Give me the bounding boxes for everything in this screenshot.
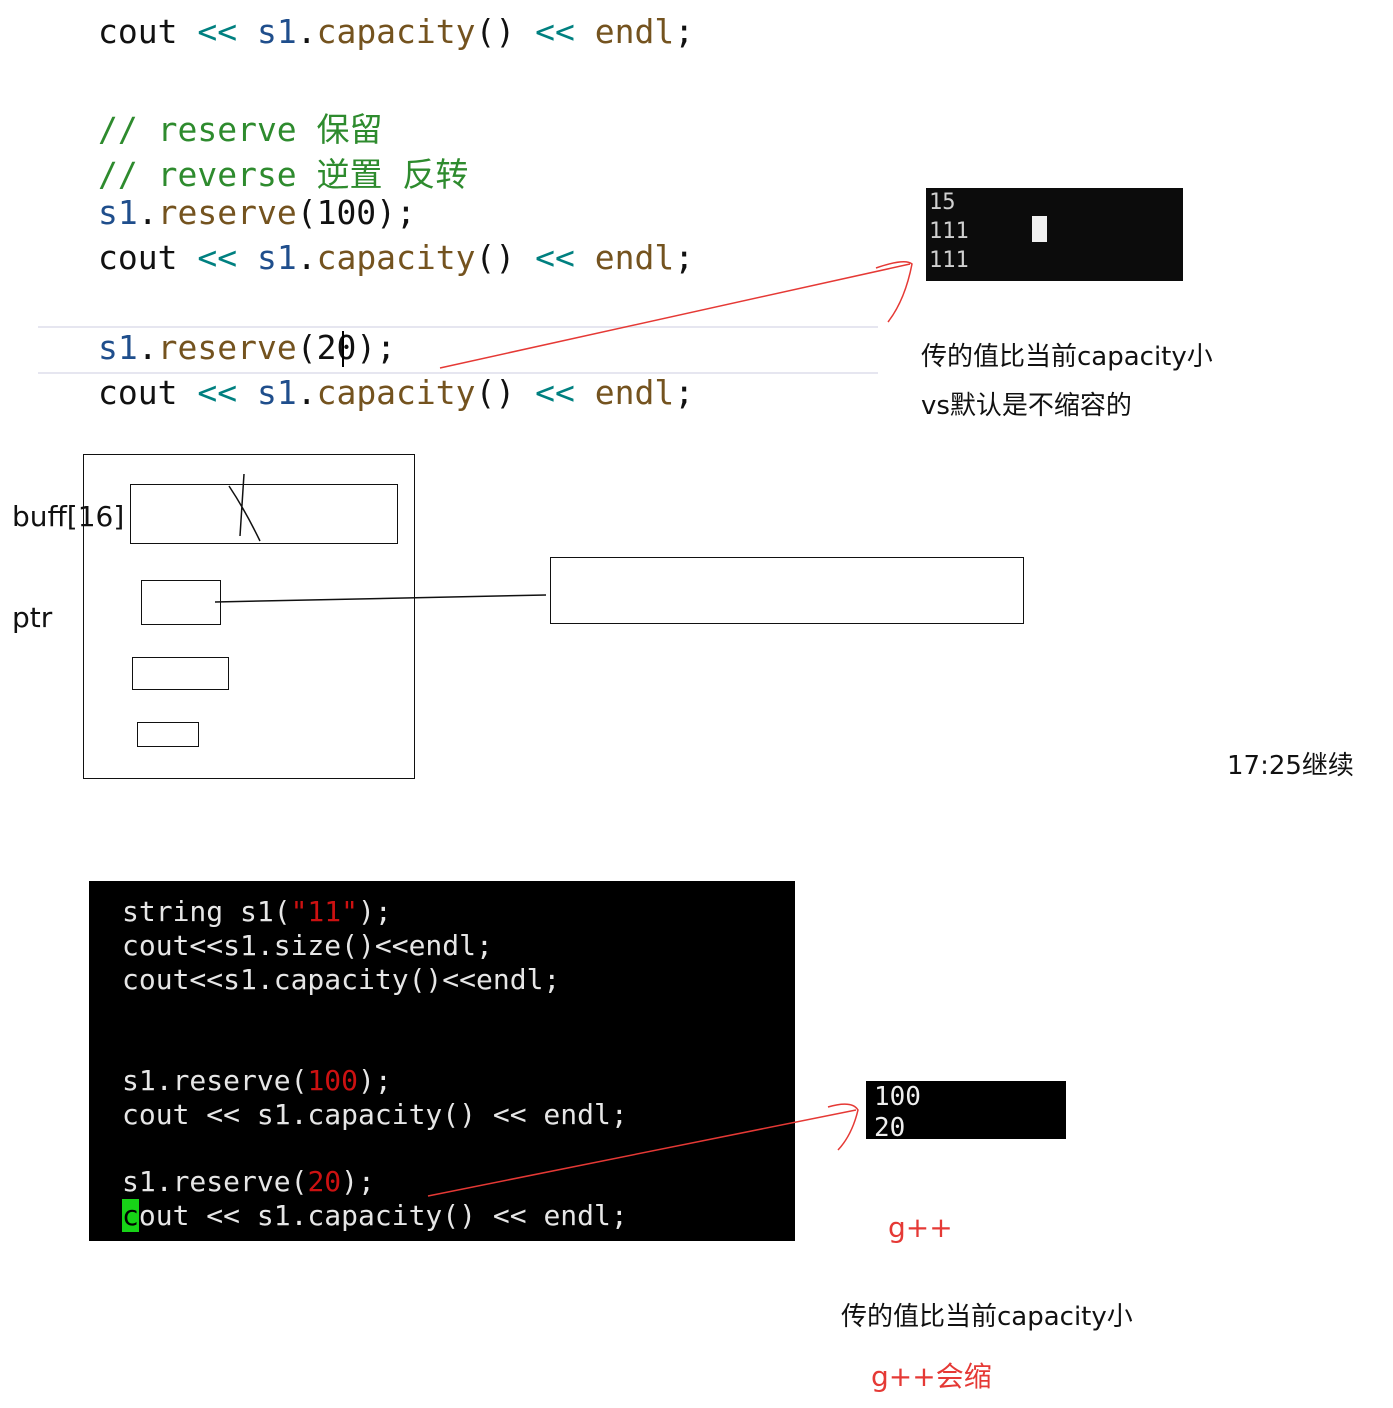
code-token: endl xyxy=(594,373,675,412)
code-token: s1 xyxy=(98,328,138,367)
gpp-note-line1: 传的值比当前capacity小 xyxy=(841,1302,1133,1332)
terminal-token: 100 xyxy=(307,1064,359,1097)
buff-box xyxy=(130,484,398,544)
red-arrow-bottom xyxy=(427,1109,857,1197)
code-token: s1 xyxy=(256,373,297,412)
code-token: s1 xyxy=(98,193,138,232)
red-arrowhead-top xyxy=(875,261,913,323)
code-token: ; xyxy=(674,238,695,277)
console-line: 15 xyxy=(929,190,956,215)
code-token: . xyxy=(296,373,317,412)
code-token: ; xyxy=(674,373,695,412)
terminal-token: string s1( xyxy=(122,895,291,928)
gpp-label: g++ xyxy=(888,1211,953,1244)
buff-label: buff[16] xyxy=(12,500,125,533)
gpp-console-output: 100 20 xyxy=(866,1081,1066,1143)
terminal-token: cout << s1.capacity() << endl; xyxy=(122,1098,628,1131)
code-token: . xyxy=(137,328,158,367)
terminal-token: s1.reserve( xyxy=(122,1165,308,1198)
code-token: capacity xyxy=(316,373,476,412)
gpp-terminal-code[interactable]: string s1("11");cout<<s1.size()<<endl;co… xyxy=(89,881,795,1241)
terminal-token: out << s1.capacity() << endl; xyxy=(138,1199,628,1232)
code-line: // reverse 逆置 反转 xyxy=(98,148,468,196)
terminal-code-line: string s1("11"); xyxy=(122,895,392,928)
string-object-box xyxy=(83,454,415,779)
code-line: cout << s1.capacity() << endl; xyxy=(98,12,694,51)
code-token: (20); xyxy=(296,328,397,367)
terminal-code-line: s1.reserve(20); xyxy=(122,1165,375,1198)
terminal-token: s1.reserve( xyxy=(122,1064,308,1097)
code-token: << xyxy=(535,12,595,51)
current-line-highlight xyxy=(38,326,878,374)
code-token: capacity xyxy=(316,12,476,51)
code-token: s1 xyxy=(256,238,297,277)
terminal-token: cout<<s1.capacity()<<endl; xyxy=(122,963,561,996)
console-line: 100 xyxy=(874,1082,921,1112)
red-arrowhead-bottom xyxy=(827,1103,859,1151)
code-token: ; xyxy=(674,12,695,51)
ptr-arrow-line xyxy=(214,594,547,603)
size-box xyxy=(132,657,229,690)
code-token: << xyxy=(535,238,595,277)
code-token: . xyxy=(137,193,158,232)
code-token: // reverse 逆置 反转 xyxy=(98,155,469,194)
code-line: s1.reserve(100); xyxy=(98,193,416,232)
terminal-code-line: s1.reserve(100); xyxy=(122,1064,392,1097)
terminal-code-line: cout << s1.capacity() << endl; xyxy=(122,1098,628,1131)
code-line: cout << s1.capacity() << endl; xyxy=(98,373,694,412)
code-token: << xyxy=(535,373,595,412)
terminal-token: cout<<s1.size()<<endl; xyxy=(122,929,493,962)
code-token: cout xyxy=(98,373,198,412)
terminal-token: ); xyxy=(341,1165,375,1198)
vs-note-line2: vs默认是不缩容的 xyxy=(921,391,1132,421)
capacity-box xyxy=(137,722,199,747)
console-line: 111 xyxy=(929,248,969,273)
vs-note-line1: 传的值比当前capacity小 xyxy=(921,342,1213,372)
timestamp-note: 17:25继续 xyxy=(1227,751,1354,781)
ptr-label: ptr xyxy=(12,601,53,634)
terminal-token: ); xyxy=(358,1064,392,1097)
terminal-token: "11" xyxy=(290,895,359,928)
terminal-code-line: cout << s1.capacity() << endl; xyxy=(122,1199,628,1232)
text-caret xyxy=(342,331,344,367)
code-token: () xyxy=(475,373,536,412)
code-token: << xyxy=(197,12,257,51)
code-token: << xyxy=(197,238,257,277)
heap-buffer-box xyxy=(550,557,1024,624)
code-token: . xyxy=(296,238,317,277)
terminal-token: 20 xyxy=(307,1165,342,1198)
terminal-code-line: cout<<s1.capacity()<<endl; xyxy=(122,963,560,996)
code-token: cout xyxy=(98,12,198,51)
code-token: capacity xyxy=(316,238,476,277)
code-token: << xyxy=(197,373,257,412)
code-line: s1.reserve(20); xyxy=(98,328,396,367)
code-token: reserve xyxy=(157,328,297,367)
red-arrow-top xyxy=(439,263,911,369)
console-line: 111 xyxy=(929,219,969,244)
code-token: endl xyxy=(594,238,675,277)
code-token: () xyxy=(475,12,536,51)
strike-scribble xyxy=(228,473,261,542)
code-token: // reserve 保留 xyxy=(98,110,383,149)
vs-console-output: 15 111 111 xyxy=(926,188,1183,281)
code-token: reserve xyxy=(157,193,297,232)
code-line: // reserve 保留 xyxy=(98,103,383,151)
console-line: 20 xyxy=(874,1113,906,1143)
terminal-token: ); xyxy=(358,895,392,928)
gpp-note-line2: g++会缩 xyxy=(871,1360,992,1393)
console-cursor xyxy=(1032,216,1047,242)
code-token: endl xyxy=(594,12,675,51)
code-token: s1 xyxy=(256,12,297,51)
code-token: . xyxy=(296,12,317,51)
terminal-code-line: cout<<s1.size()<<endl; xyxy=(122,929,493,962)
code-token: cout xyxy=(98,238,198,277)
code-token: (100); xyxy=(296,193,416,232)
code-line: cout << s1.capacity() << endl; xyxy=(98,238,694,277)
code-token: () xyxy=(475,238,536,277)
terminal-cursor: c xyxy=(122,1199,139,1232)
